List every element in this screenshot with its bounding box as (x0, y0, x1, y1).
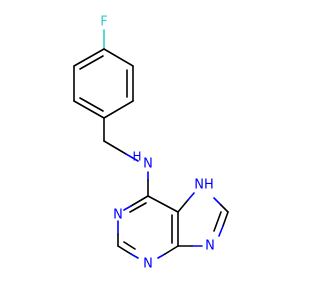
bond-c2-n3 (117, 245, 132, 255)
bond-ring-a1 (73, 48, 105, 67)
bond-n3-c4-black (164, 245, 179, 255)
bond-n7-c8 (213, 197, 222, 206)
atom-label-amine-hydrogen: H (132, 150, 141, 164)
bond-ring-a6 (103, 48, 134, 67)
bond-c6-n1-blue (123, 205, 132, 211)
bond-c6-n1-double (129, 202, 147, 213)
bond-c5-n7 (177, 199, 189, 213)
atom-label-ring-nitrogen-3: N (143, 257, 153, 272)
imidazole-ring (177, 192, 229, 247)
bond-c2-n3-blue (130, 253, 139, 259)
atom-label-fluorine: F (100, 15, 107, 30)
bond-n3-c4 (157, 253, 166, 259)
bond-ring-a3 (73, 100, 105, 119)
atom-label-imidazole-nh: NH (194, 178, 214, 193)
bond-c8-n9-blue (218, 225, 224, 237)
atom-label-amine-nitrogen: N (143, 157, 153, 172)
bond-c8-n9-double (213, 211, 222, 232)
benzyl-linker (103, 117, 149, 197)
bond-n7-c8-black (220, 204, 229, 213)
fluorophenyl-ring (73, 29, 134, 119)
bond-ch2-n (103, 140, 127, 155)
atom-label-ring-nitrogen-1: N (113, 208, 123, 223)
bond-c2-n3-double (123, 241, 136, 250)
bond-c5-n7-blue (187, 192, 195, 201)
molecule-structure-diagram: F N H NH N N N (73, 14, 229, 272)
bond-ring-a4 (103, 100, 134, 119)
atom-labels: F N H NH N N N (100, 15, 215, 272)
bond-c8-n9 (222, 211, 229, 227)
bond-ch2-n-blue (125, 153, 139, 162)
bond-c6-n1 (130, 195, 149, 207)
bond-ring-a1-inner (79, 55, 104, 70)
pyrimidine-ring (117, 195, 179, 259)
bond-c5-c6 (147, 195, 179, 213)
bond-ring-a3-inner (79, 97, 104, 112)
atom-label-ring-nitrogen-9: N (205, 239, 215, 254)
